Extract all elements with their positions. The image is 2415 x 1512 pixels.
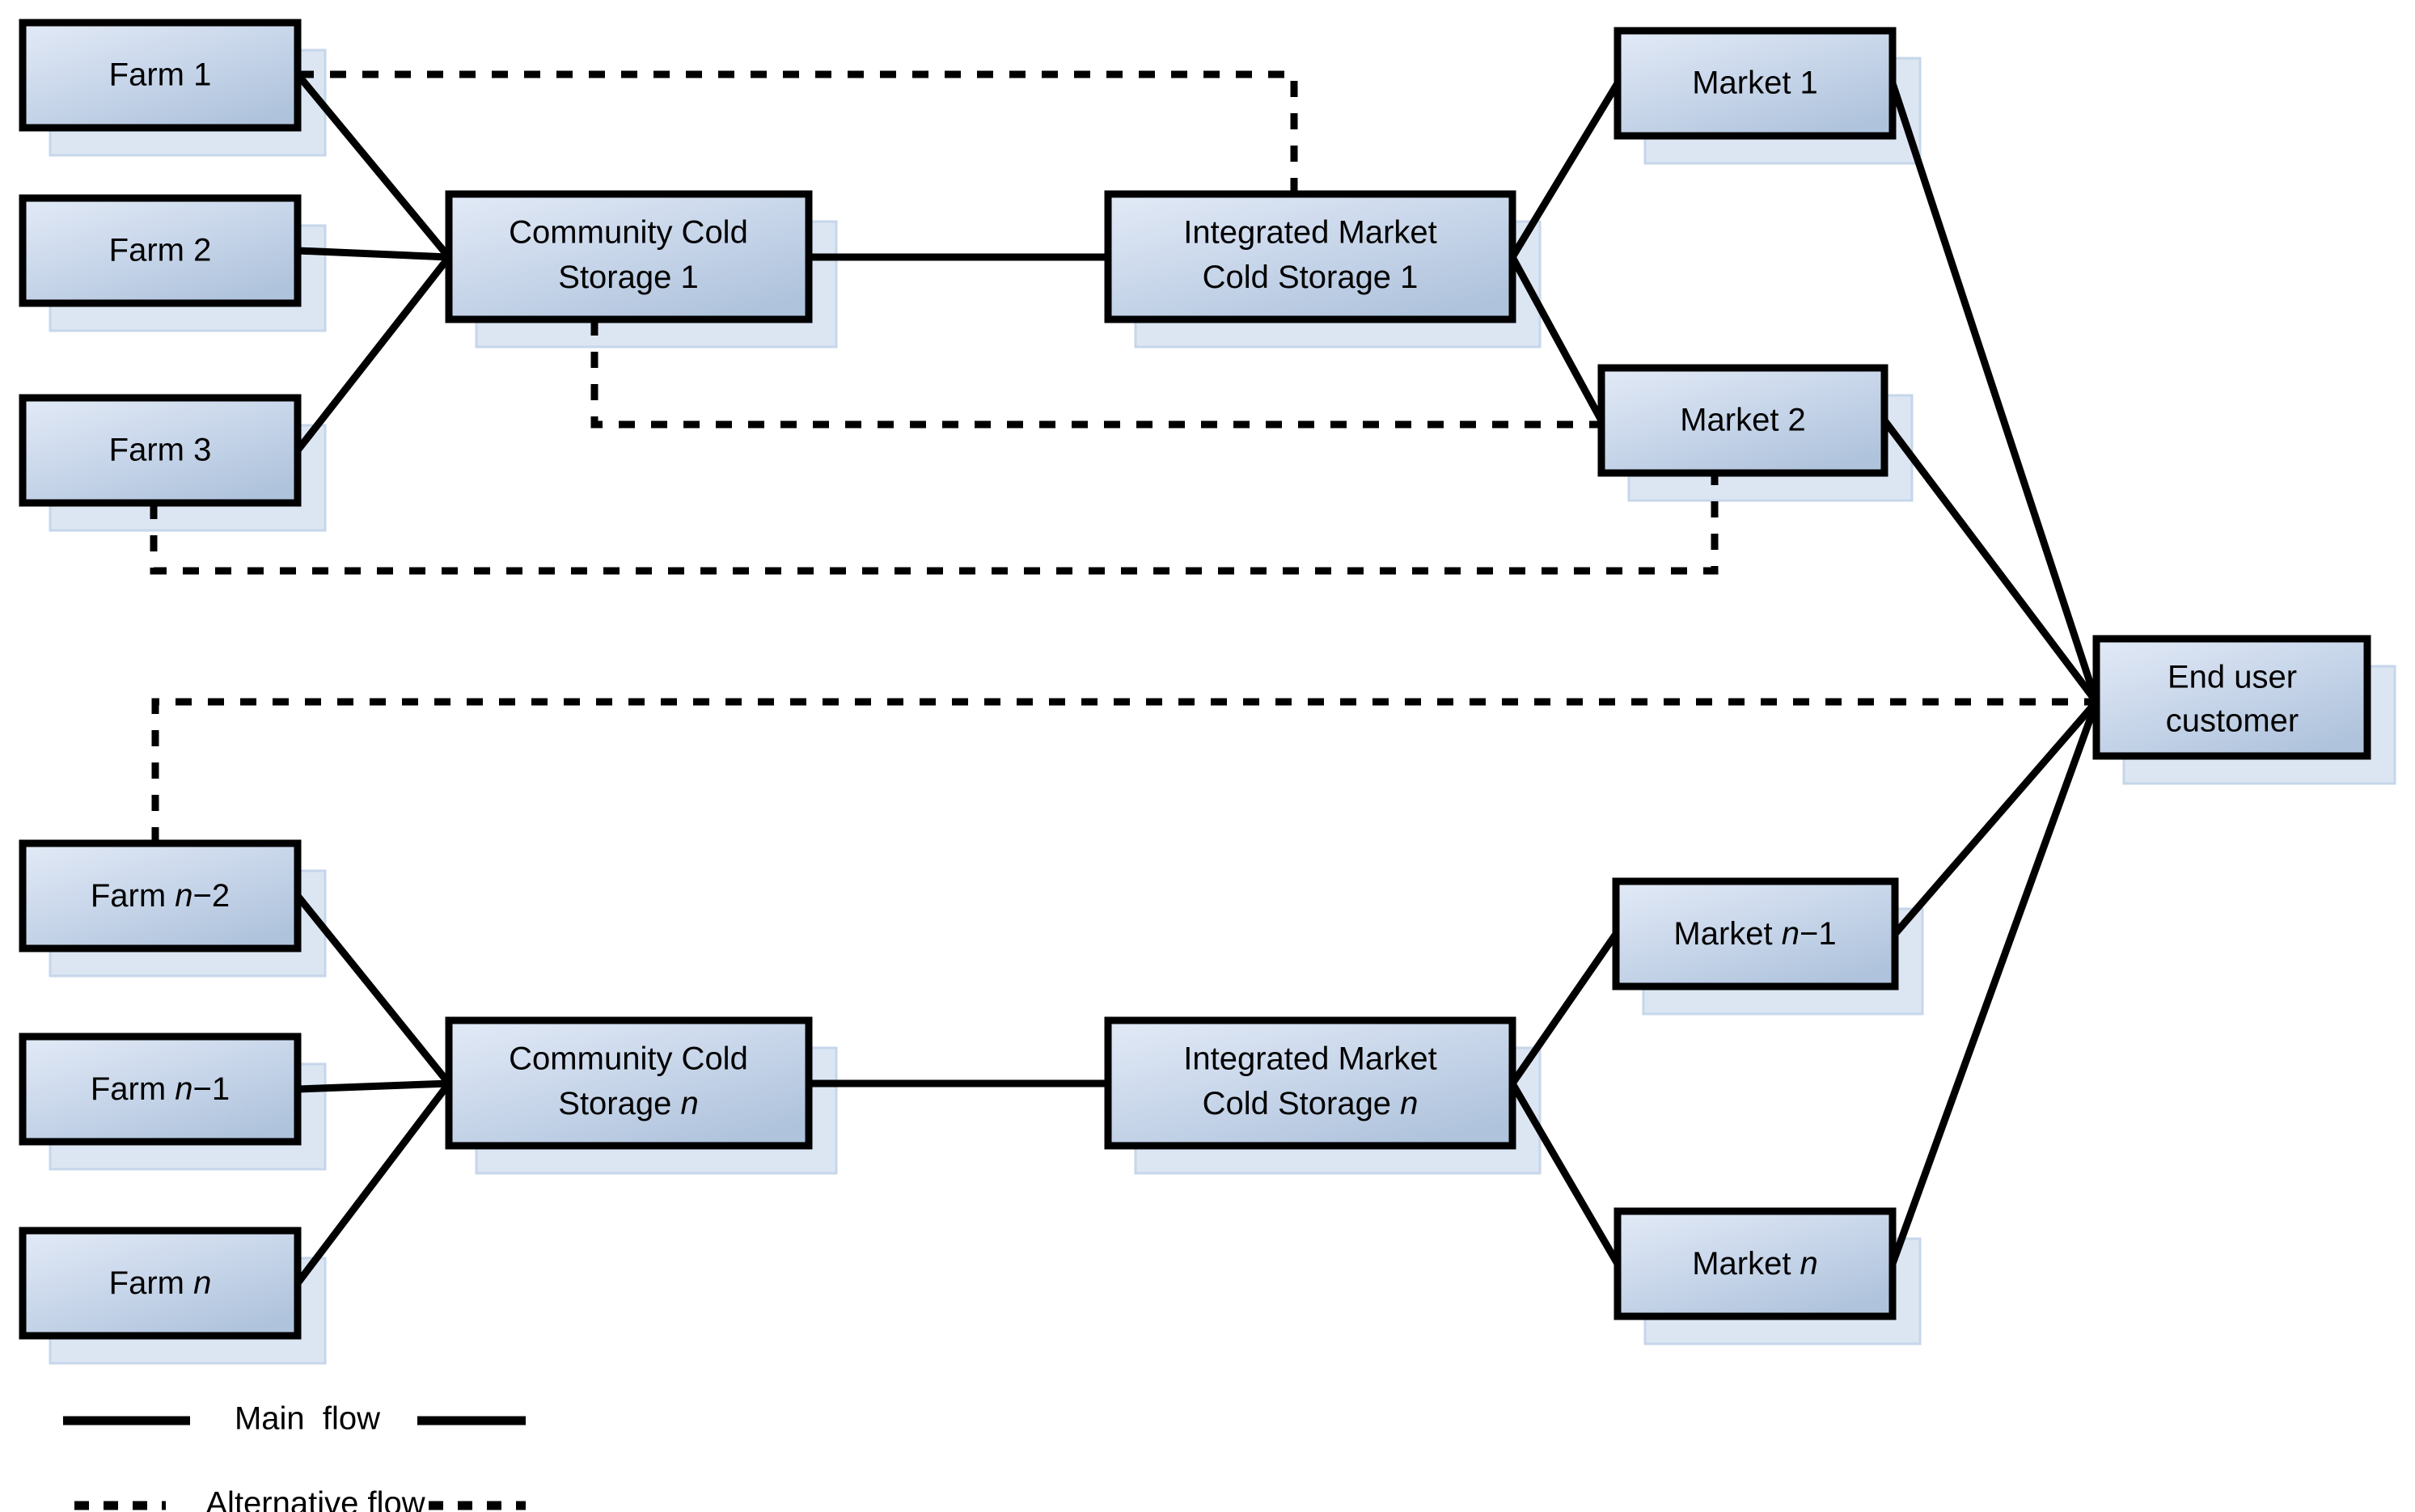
alt-flow-farm-n-2-to-end-user-customer[interactable] [151,698,2096,843]
node-end-user-customer-line1: End user [2168,660,2297,695]
node-farm-3[interactable]: Farm 3 [19,394,302,507]
node-market-n-1-label: Market n−1 [1673,916,1836,952]
node-market-2-rect[interactable] [1597,364,1888,477]
node-end-user-customer-line2: customer [2166,703,2299,739]
main-flow-farm-2-to-community-cold-storage-1[interactable] [297,247,450,261]
main-flow-integrated-market-cold-storage-1-to-market-1[interactable] [1509,81,1621,260]
node-integrated-market-cold-storage-n[interactable]: Integrated Market Cold Storage n [1104,1016,1516,1150]
main-flow-market-n-to-end-user-customer[interactable] [1888,700,2100,1265]
node-community-cold-storage-1-line1: Community Cold [509,215,748,251]
node-farm-2-label: Farm 2 [109,233,212,268]
node-end-user-customer-rect[interactable] [2092,635,2371,760]
node-farm-3-rect[interactable] [19,394,302,507]
node-integrated-market-cold-storage-1[interactable]: Integrated Market Cold Storage 1 [1104,190,1516,323]
alt-flow-farm-1-to-integrated-market-cold-storage-1[interactable] [298,70,1298,194]
main-flow-market-2-to-end-user-customer[interactable] [1881,418,2100,704]
main-flow-farm-n-2-to-community-cold-storage-n[interactable] [294,893,452,1086]
node-farm-n-label: Farm n [109,1265,212,1301]
node-farm-n-2-rect[interactable] [19,839,302,952]
node-community-cold-storage-1[interactable]: Community Cold Storage 1 [445,190,813,323]
node-market-2-label: Market 2 [1680,403,1806,438]
node-market-n-1-rect[interactable] [1612,877,1899,990]
node-farm-n-1[interactable]: Farm n−1 [19,1033,302,1146]
node-farm-1[interactable]: Farm 1 [19,19,302,132]
node-market-2[interactable]: Market 2 [1597,364,1888,477]
node-farm-1-label: Farm 1 [109,57,212,93]
node-market-n-1[interactable]: Market n−1 [1612,877,1899,990]
node-end-user-customer[interactable]: End user customer [2092,635,2371,760]
node-market-1-label: Market 1 [1692,65,1818,101]
legend-main-flow-label: Main flow [235,1401,380,1437]
main-flow-integrated-market-cold-storage-1-to-market-2[interactable] [1509,255,1605,423]
node-market-n-label: Market n [1692,1246,1818,1282]
node-integrated-market-cold-storage-n-rect[interactable] [1104,1016,1516,1150]
node-community-cold-storage-n-rect[interactable] [445,1016,813,1150]
legend-item-alternative-flow: Alternative flow [74,1486,526,1512]
node-farm-1-rect[interactable] [19,19,302,132]
node-farm-2[interactable]: Farm 2 [19,194,302,307]
node-farm-n-2[interactable]: Farm n−2 [19,839,302,952]
node-farm-3-label: Farm 3 [109,433,212,468]
nodes: Farm 1 Farm 2 Farm 3 Farm n−2 Farm n−1 [19,19,2371,1340]
node-integrated-market-cold-storage-1-line1: Integrated Market [1183,215,1437,251]
alt-flow-community-cold-storage-1-to-market-2[interactable] [590,319,1601,429]
node-farm-n[interactable]: Farm n [19,1227,302,1340]
node-community-cold-storage-1-rect[interactable] [445,190,813,323]
node-market-1[interactable]: Market 1 [1614,27,1897,140]
node-community-cold-storage-n[interactable]: Community Cold Storage n [445,1016,813,1150]
node-community-cold-storage-1-line2: Storage 1 [558,260,698,295]
node-farm-n-1-label: Farm n−1 [91,1071,230,1107]
main-flow-farm-1-to-community-cold-storage-1[interactable] [294,72,452,260]
main-flow-integrated-market-cold-storage-n-to-market-n-1[interactable] [1509,931,1619,1086]
node-farm-n-rect[interactable] [19,1227,302,1340]
node-integrated-market-cold-storage-n-line2: Cold Storage n [1203,1086,1419,1121]
node-integrated-market-cold-storage-n-line1: Integrated Market [1183,1041,1437,1077]
legend: Main flow Alternative flow [63,1401,526,1512]
main-flows [294,72,2100,1286]
main-flow-farm-n-1-to-community-cold-storage-n[interactable] [297,1079,450,1093]
main-flow-farm-3-to-community-cold-storage-1[interactable] [294,255,452,453]
legend-item-main-flow: Main flow [63,1401,526,1437]
main-flow-market-1-to-end-user-customer[interactable] [1888,82,2100,703]
node-community-cold-storage-n-line2: Storage n [558,1086,698,1121]
node-farm-n-1-rect[interactable] [19,1033,302,1146]
node-market-n-rect[interactable] [1614,1207,1897,1320]
node-integrated-market-cold-storage-1-line2: Cold Storage 1 [1203,260,1419,295]
main-flow-farm-n-to-community-cold-storage-n[interactable] [294,1081,452,1286]
main-flow-market-n-1-to-end-user-customer[interactable] [1892,699,2100,936]
alt-flow-farm-3-to-market-2[interactable] [150,473,1719,575]
node-community-cold-storage-n-line1: Community Cold [509,1041,748,1077]
node-farm-n-2-label: Farm n−2 [91,878,230,914]
node-market-1-rect[interactable] [1614,27,1897,140]
alternative-flows [150,70,2096,843]
node-farm-2-rect[interactable] [19,194,302,307]
node-market-n[interactable]: Market n [1614,1207,1897,1320]
node-integrated-market-cold-storage-1-rect[interactable] [1104,190,1516,323]
legend-alternative-flow-label: Alternative flow [205,1486,425,1512]
main-flow-integrated-market-cold-storage-n-to-market-n[interactable] [1509,1081,1621,1266]
